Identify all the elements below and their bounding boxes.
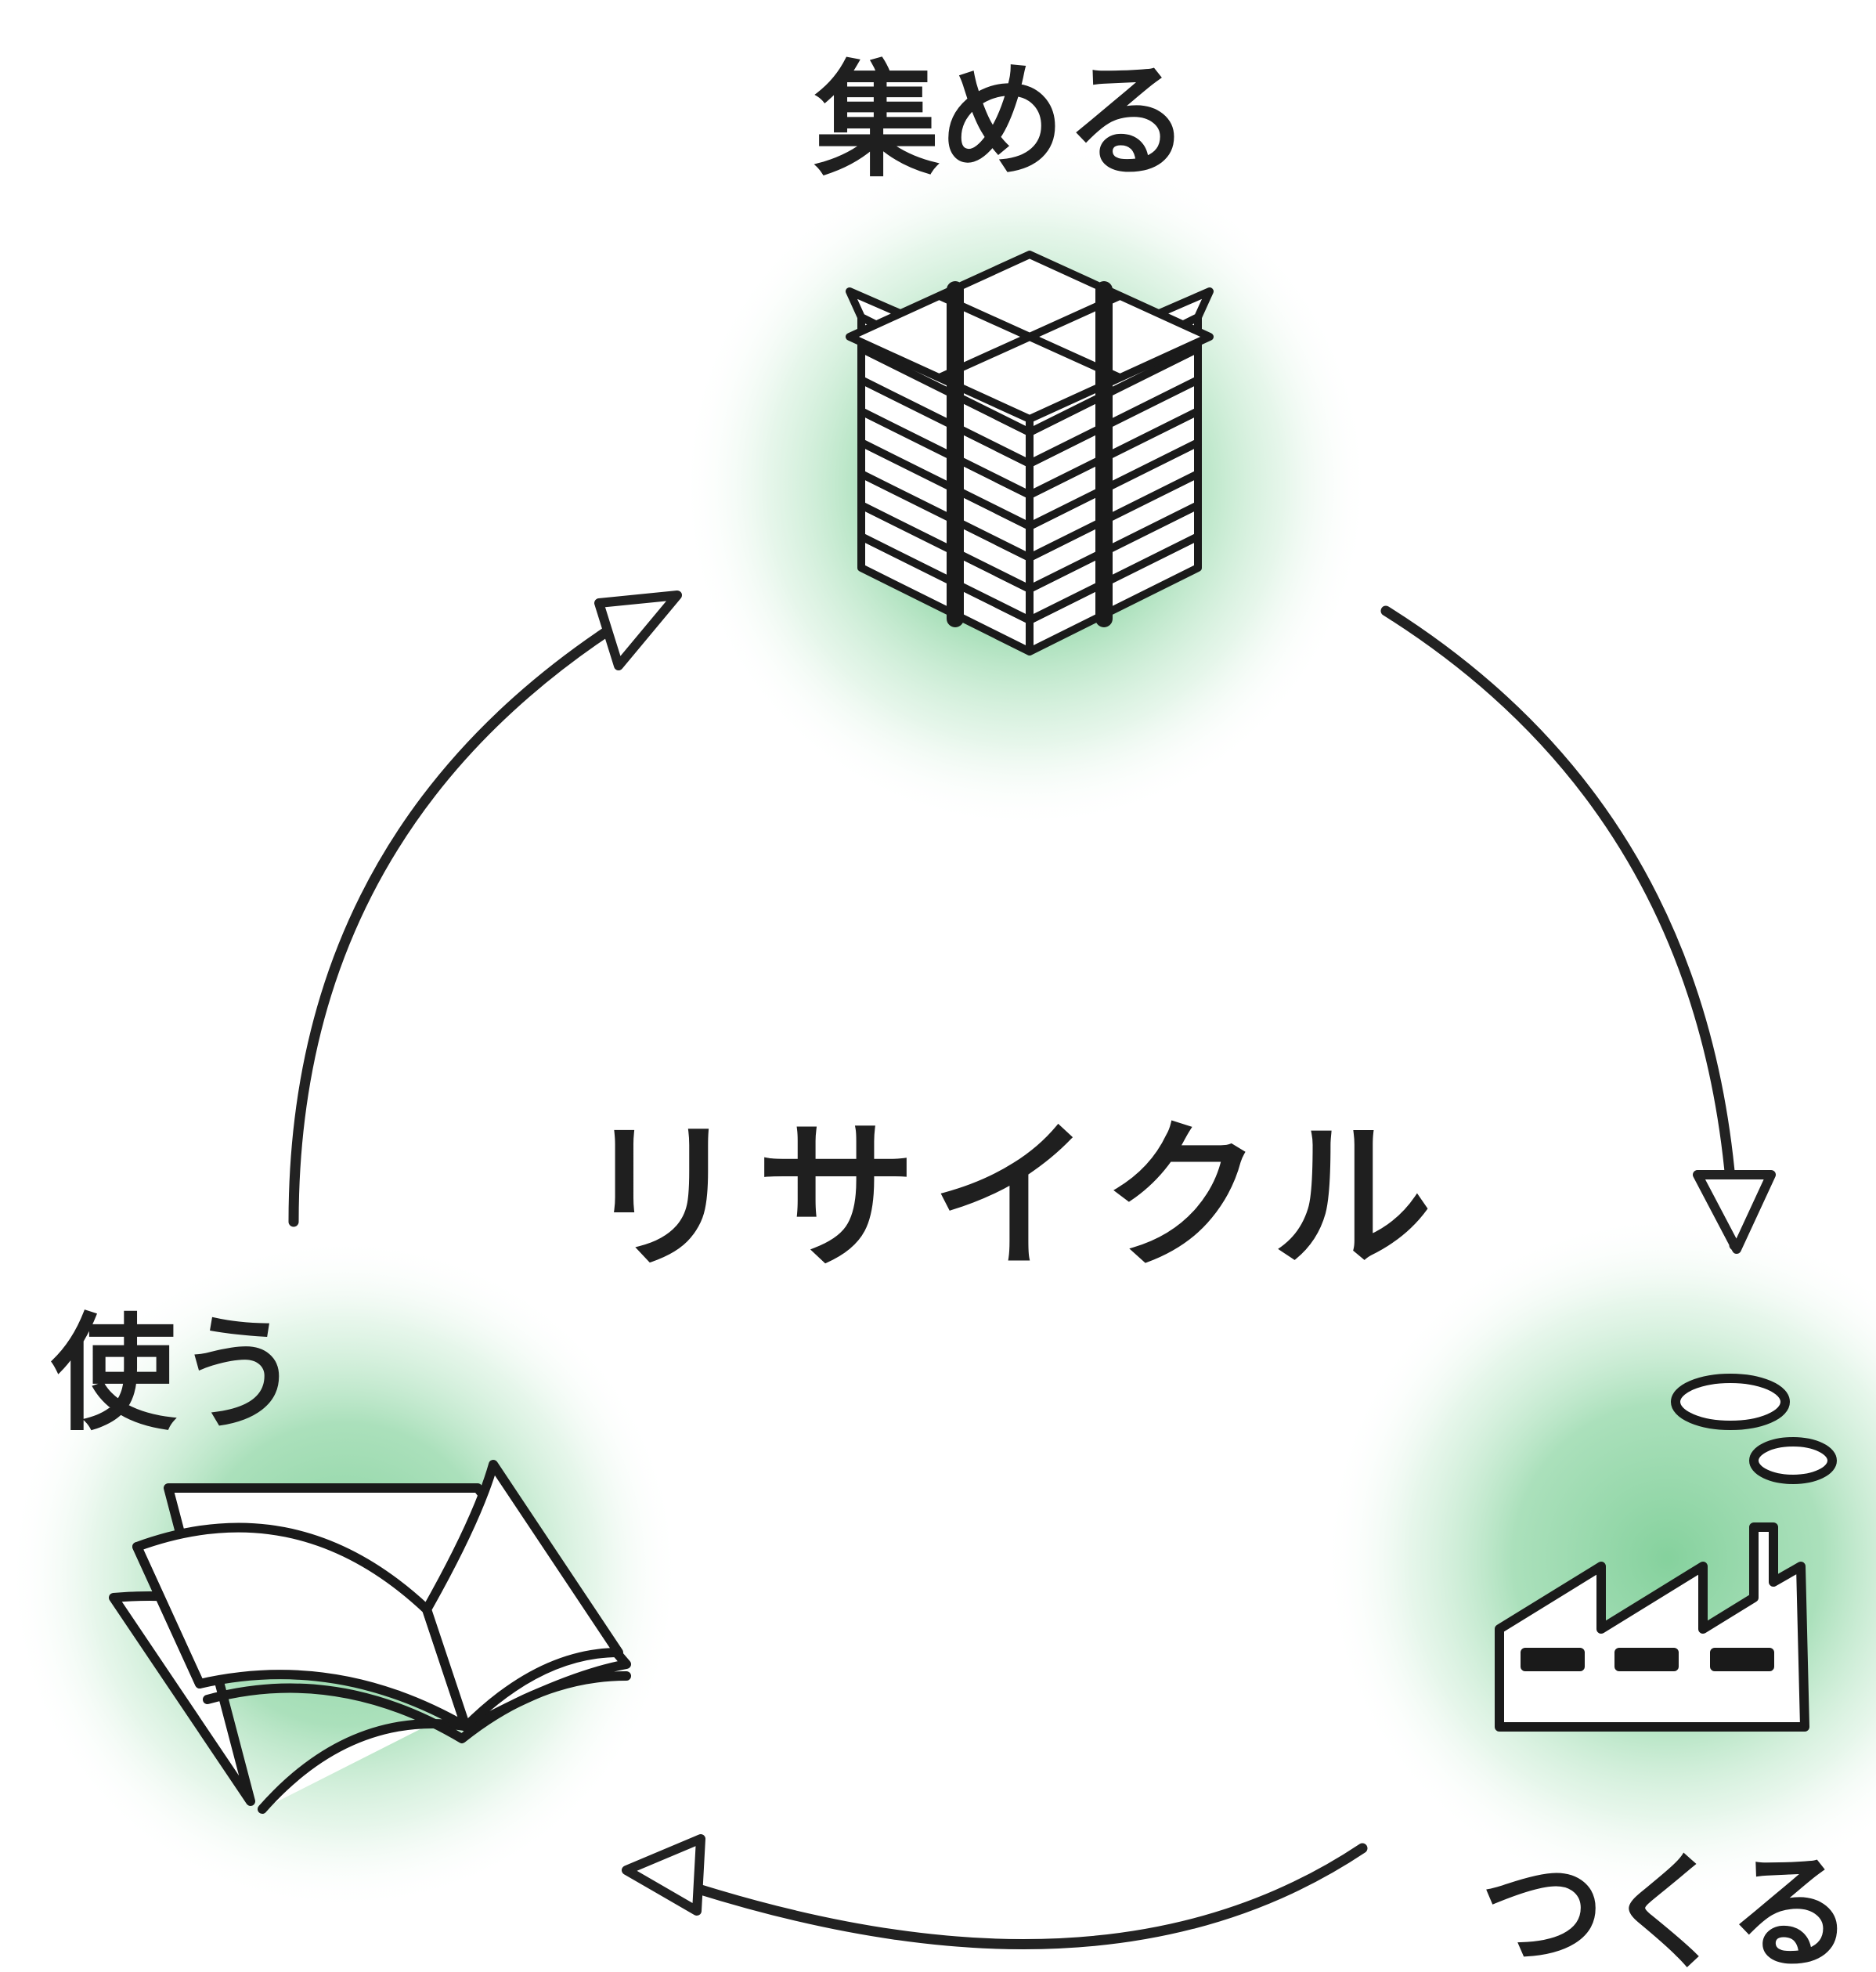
arrowhead-use-to-collect [594, 591, 682, 670]
arrowhead-make-to-use [622, 1834, 705, 1916]
cycle-title: リサイクル [582, 1105, 1447, 1291]
arc-make-to-use [676, 1843, 1368, 1950]
factory-icon [1495, 1374, 1837, 1732]
make-glow [1323, 1214, 1876, 1903]
paper-stack-icon [846, 251, 1214, 656]
stage-label-collect: 集める [814, 48, 1190, 194]
arc-collect-to-make [1380, 605, 1740, 1251]
stage-label-use: 使う [51, 1301, 301, 1447]
open-book-icon [109, 1460, 631, 1814]
arrowhead-collect-to-make [1693, 1170, 1776, 1254]
arc-use-to-collect [288, 613, 632, 1227]
stage-label-make: つくる [1480, 1840, 1853, 1972]
cycle-arrows [288, 591, 1776, 1950]
